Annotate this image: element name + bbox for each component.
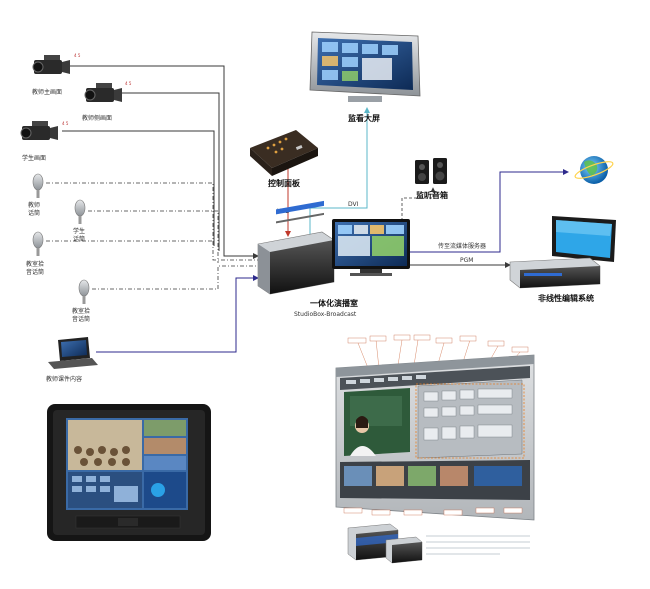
- line-mic-teacher: [46, 182, 258, 261]
- line-cam-main: [68, 65, 259, 259]
- studio-monitor-icon: [332, 219, 410, 276]
- camera-icon: 4 5: [32, 53, 81, 74]
- line-cam-student: [62, 130, 215, 246]
- camera-icon: 4 5: [84, 81, 132, 102]
- label-cam-teacher-main: 教师主画面: [32, 88, 62, 96]
- label-studio-name: 一体化演播室: [310, 298, 358, 308]
- label-monitor-screen: 监看大屏: [348, 113, 380, 123]
- label-cam-student: 学生画面: [22, 154, 46, 162]
- label-mic-teacher-2: 话筒: [28, 209, 40, 217]
- camera-icon: 4 5: [20, 121, 69, 140]
- touch-tablet-icon: [47, 404, 211, 541]
- speaker-icon: [415, 158, 447, 184]
- svg-text:4 5: 4 5: [74, 53, 81, 58]
- microphone-icon: [74, 199, 86, 224]
- monitor-wall-icon: [309, 31, 421, 102]
- label-control-panel: 控制面板: [268, 178, 301, 188]
- label-cam-teacher-side: 教师侧画面: [82, 114, 112, 122]
- microphone-icon: [78, 279, 90, 304]
- line-streaming: [410, 169, 569, 253]
- label-speakers: 监听音箱: [416, 190, 448, 200]
- label-pgm: PGM: [460, 257, 473, 264]
- line-courseware: [96, 275, 259, 353]
- label-dvi: DVI: [348, 201, 359, 208]
- microphone-icon: [32, 173, 44, 198]
- label-courseware: 教师课件内容: [46, 375, 82, 383]
- label-mic-student-1: 学生: [73, 227, 85, 235]
- label-mic-student-2: 话筒: [73, 235, 85, 243]
- label-mic-room-a-1: 教室拾: [26, 260, 44, 268]
- nle-workstation-icon: [509, 216, 616, 289]
- label-mic-room-a-2: 音话筒: [26, 268, 44, 276]
- label-studio-model: StudioBox-Broadcast: [294, 311, 357, 318]
- label-nle: 非线性编辑系统: [538, 293, 594, 303]
- laptop-icon: [48, 337, 98, 369]
- line-mic-room-b: [92, 265, 258, 290]
- studio-box-icon: [257, 200, 335, 295]
- software-ui-illustration: [335, 334, 535, 564]
- microphone-icon: [32, 231, 44, 256]
- globe-icon: [574, 156, 614, 184]
- control-panel-icon: [250, 130, 318, 176]
- svg-text:4 5: 4 5: [125, 81, 132, 86]
- line-mic-student: [88, 210, 219, 263]
- label-mic-room-b-2: 音话筒: [72, 315, 90, 323]
- svg-text:4 5: 4 5: [62, 121, 69, 126]
- label-mic-teacher-1: 教师: [28, 201, 40, 209]
- label-mic-room-b-1: 教室拾: [72, 307, 90, 315]
- line-cam-side: [120, 92, 220, 251]
- connections: [46, 65, 569, 353]
- line-dvi: [309, 107, 370, 236]
- label-streaming: 传至流媒体服务器: [438, 242, 486, 250]
